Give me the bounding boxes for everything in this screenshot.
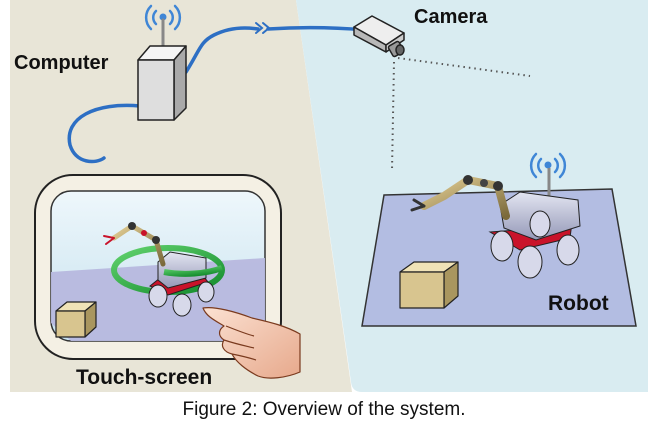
computer-tower-icon [137, 45, 187, 121]
robot-label: Robot [548, 292, 609, 315]
computer-label: Computer [14, 52, 109, 74]
camera-icon [353, 15, 405, 58]
box-icon [399, 261, 459, 309]
figure-caption: Figure 2: Overview of the system. [182, 399, 466, 420]
box-icon [55, 301, 97, 338]
screen-robot-icon [103, 222, 225, 317]
robot-icon [410, 152, 581, 279]
computer-wifi-icon [144, 4, 182, 48]
touch-screen-label: Touch-screen [76, 366, 213, 389]
hand-icon [202, 307, 301, 379]
display-cable [67, 103, 142, 164]
camera-label: Camera [414, 6, 488, 28]
camera-view-lines [391, 57, 531, 171]
